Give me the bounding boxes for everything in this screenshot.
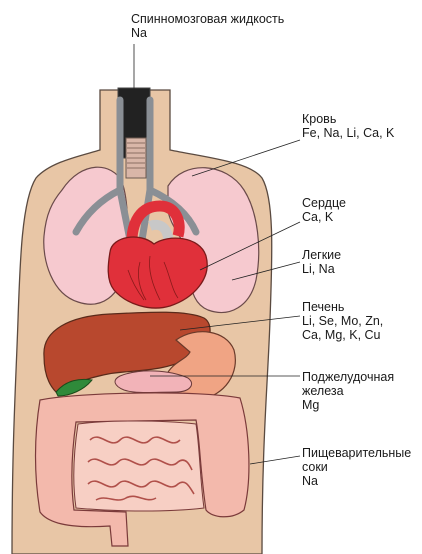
label-pancreas-elements: Mg <box>302 398 394 412</box>
label-liver-elements-2: Ca, Mg, K, Cu <box>302 328 383 342</box>
label-csf-elements: Na <box>131 26 284 40</box>
label-liver-elements-1: Li, Se, Mo, Zn, <box>302 314 383 328</box>
label-lungs: Легкие Li, Na <box>302 248 341 276</box>
label-digestive-elements: Na <box>302 474 411 488</box>
label-liver: Печень Li, Se, Mo, Zn, Ca, Mg, K, Cu <box>302 300 383 342</box>
label-csf: Спинномозговая жидкость Na <box>131 12 284 40</box>
label-heart: Сердце Ca, K <box>302 196 346 224</box>
label-blood-title: Кровь <box>302 112 394 126</box>
label-pancreas: Поджелудочная железа Mg <box>302 370 394 412</box>
label-heart-elements: Ca, K <box>302 210 346 224</box>
label-lungs-elements: Li, Na <box>302 262 341 276</box>
label-blood-elements: Fe, Na, Li, Ca, K <box>302 126 394 140</box>
label-digestive: Пищеварительные соки Na <box>302 446 411 488</box>
label-digestive-title-1: Пищеварительные <box>302 446 411 460</box>
label-pancreas-title-1: Поджелудочная <box>302 370 394 384</box>
label-lungs-title: Легкие <box>302 248 341 262</box>
label-digestive-title-2: соки <box>302 460 411 474</box>
label-heart-title: Сердце <box>302 196 346 210</box>
label-pancreas-title-2: железа <box>302 384 394 398</box>
label-blood: Кровь Fe, Na, Li, Ca, K <box>302 112 394 140</box>
label-csf-title: Спинномозговая жидкость <box>131 12 284 26</box>
label-liver-title: Печень <box>302 300 383 314</box>
